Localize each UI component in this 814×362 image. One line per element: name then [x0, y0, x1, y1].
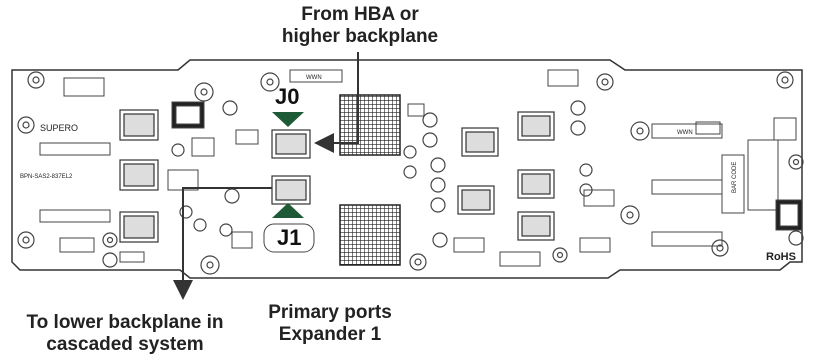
- j0-pointer: [272, 112, 304, 127]
- from-hba-caption: From HBA or higher backplane: [260, 4, 460, 48]
- cascade-arrow: [173, 187, 272, 300]
- rohs-silk: RoHS: [766, 251, 796, 263]
- board-outline: [11, 59, 803, 279]
- mounting-holes: [17, 71, 804, 275]
- primary-ports-line-1: Primary ports: [268, 302, 392, 323]
- primary-ports-line-2: Expander 1: [278, 324, 382, 345]
- from-hba-line-2: higher backplane: [281, 26, 439, 47]
- j1-label: J1: [277, 225, 302, 250]
- component-outlines: [39, 69, 803, 267]
- primary-ports-caption: Primary ports Expander 1: [250, 302, 410, 346]
- expander-chip-2: [339, 204, 401, 266]
- wwn-top-silk: WWN: [306, 75, 322, 81]
- from-hba-line-1: From HBA or: [301, 4, 419, 25]
- lower-backplane-caption: To lower backplane in cascaded system: [0, 312, 250, 356]
- expander-chip-1: [339, 94, 401, 156]
- model-silk: BPN-SAS2-837EL2: [20, 174, 73, 180]
- j1-pointer: [272, 203, 304, 218]
- sas-connectors: [119, 109, 555, 243]
- brand-silk: SUPERO: [40, 123, 78, 133]
- lower-backplane-line-2: cascaded system: [46, 334, 204, 355]
- wwn-right-silk: WWN: [677, 130, 693, 136]
- lower-backplane-line-1: To lower backplane in: [26, 312, 224, 333]
- j0-label: J0: [275, 84, 300, 109]
- bar-code-silk: BAR CODE: [732, 162, 738, 193]
- hba-arrow: [314, 52, 359, 153]
